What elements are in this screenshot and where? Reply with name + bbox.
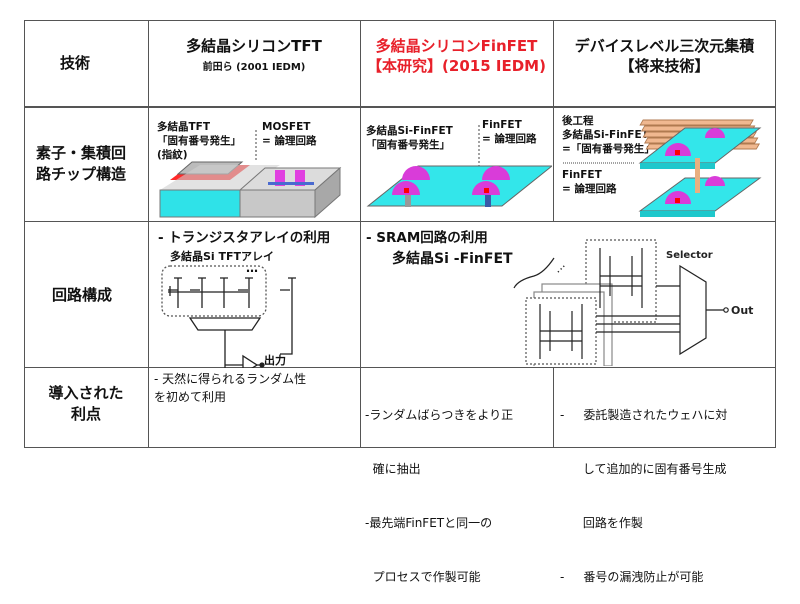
tft-array-label: 多結晶Si TFTアレイ [170,250,275,263]
logic-layer-note: FinFET = 論理回路 [562,168,616,196]
note-line: = 論理回路 [562,183,617,195]
3d-benefits: - 委託製造されたウェハに対 して追加的に固有番号生成 回路を作製 - 番号の漏… [560,370,727,604]
benefit-line: 回路を作製 [560,516,643,530]
row-label-circuit: 回路構成 [52,286,113,304]
note-line: 多結晶Si-FinFET [366,125,453,137]
mosfet-note: MOSFET = 論理回路 [262,120,316,148]
output-label: 出力 [264,354,286,367]
tft-structure-diagram [159,130,342,219]
col2-subtitle: 【本研究】(2015 IEDM) [367,57,546,75]
note-line: MOSFET [262,121,311,133]
tft-array-circuit [161,265,296,368]
divider [553,20,554,221]
header-col3: デバイスレベル三次元集積 【将来技術】 [553,36,776,76]
row-label-technology: 技術 [60,54,91,72]
beol-note: 後工程 多結晶Si-FinFET =「固有番号発生」 [562,114,655,156]
label-line: 利点 [70,405,101,423]
benefit-line: プロセスで作製可能 [365,570,481,584]
note-line: 多結晶Si-FinFET [562,129,649,141]
array-ellipsis: … [246,261,258,275]
note-line: 「固有番号発生」 [366,139,450,151]
col3-title: デバイスレベル三次元集積 [574,37,755,55]
logic-note: FinFET = 論理回路 [482,118,536,146]
tft-circuit-title: - トランジスタアレイの利用 [158,230,331,246]
note-line: (指紋) [157,149,188,161]
header-col1: 多結晶シリコンTFT 前田ら (2001 IEDM) [148,36,360,73]
benefit-line: を初めて利用 [154,390,227,404]
tft-benefits: - 天然に得られるランダム性 を初めて利用 [154,370,306,406]
out-label: Out [731,304,753,317]
col2-title: 多結晶シリコンFinFET [375,37,538,55]
note-line: =「固有番号発生」 [562,143,655,155]
header-col2: 多結晶シリコンFinFET 【本研究】(2015 IEDM) [360,36,553,76]
svg-text:···: ··· [552,260,570,278]
3d-integration-diagram [563,119,762,217]
col1-subtitle: 前田ら (2001 IEDM) [202,62,306,73]
divider [24,106,776,108]
sram-selector-circuit: ··· Selector Out [513,239,753,366]
note-line: 多結晶TFT [157,121,210,133]
label-line: 路チップ構造 [36,165,127,183]
divider [24,367,776,368]
divider [24,221,776,222]
divider [553,367,554,448]
comparison-table [24,20,776,448]
selector-label: Selector [666,250,713,261]
row-label-benefit: 導入された 利点 [24,383,148,425]
divider [148,20,149,448]
sram-finfet-label: 多結晶Si -FinFET [392,251,513,267]
finfet-structure-diagram [366,125,552,207]
benefit-line: -ランダムばらつきをより正 [365,408,514,422]
benefit-line: -最先端FinFETと同一の [365,516,493,530]
col3-subtitle: 【将来技術】 [619,57,710,75]
note-line: FinFET [562,169,602,181]
note-line: 後工程 [562,115,594,127]
note-line: FinFET [482,119,522,131]
label-line: 素子・集積回 [36,144,127,162]
benefit-line: - 番号の漏洩防止が可能 [560,570,704,584]
tft-note: 多結晶TFT 「固有番号発生」 (指紋) [157,120,241,162]
benefit-line: - 委託製造されたウェハに対 [560,408,728,422]
finfet-note: 多結晶Si-FinFET 「固有番号発生」 [366,124,453,152]
label-line: 導入された [48,384,124,402]
row-label-structure: 素子・集積回 路チップ構造 [36,143,126,185]
benefit-line: 確に抽出 [365,462,421,476]
note-line: = 論理回路 [482,133,537,145]
divider [360,20,361,448]
benefit-line: して追加的に固有番号生成 [560,462,727,476]
note-line: 「固有番号発生」 [157,135,241,147]
sram-circuit-title: - SRAM回路の利用 [366,230,488,246]
benefit-line: - 天然に得られるランダム性 [154,372,307,386]
finfet-benefits: -ランダムばらつきをより正 確に抽出 -最先端FinFETと同一の プロセスで作… [365,370,513,604]
col1-title: 多結晶シリコンTFT [186,37,322,55]
note-line: = 論理回路 [262,135,317,147]
